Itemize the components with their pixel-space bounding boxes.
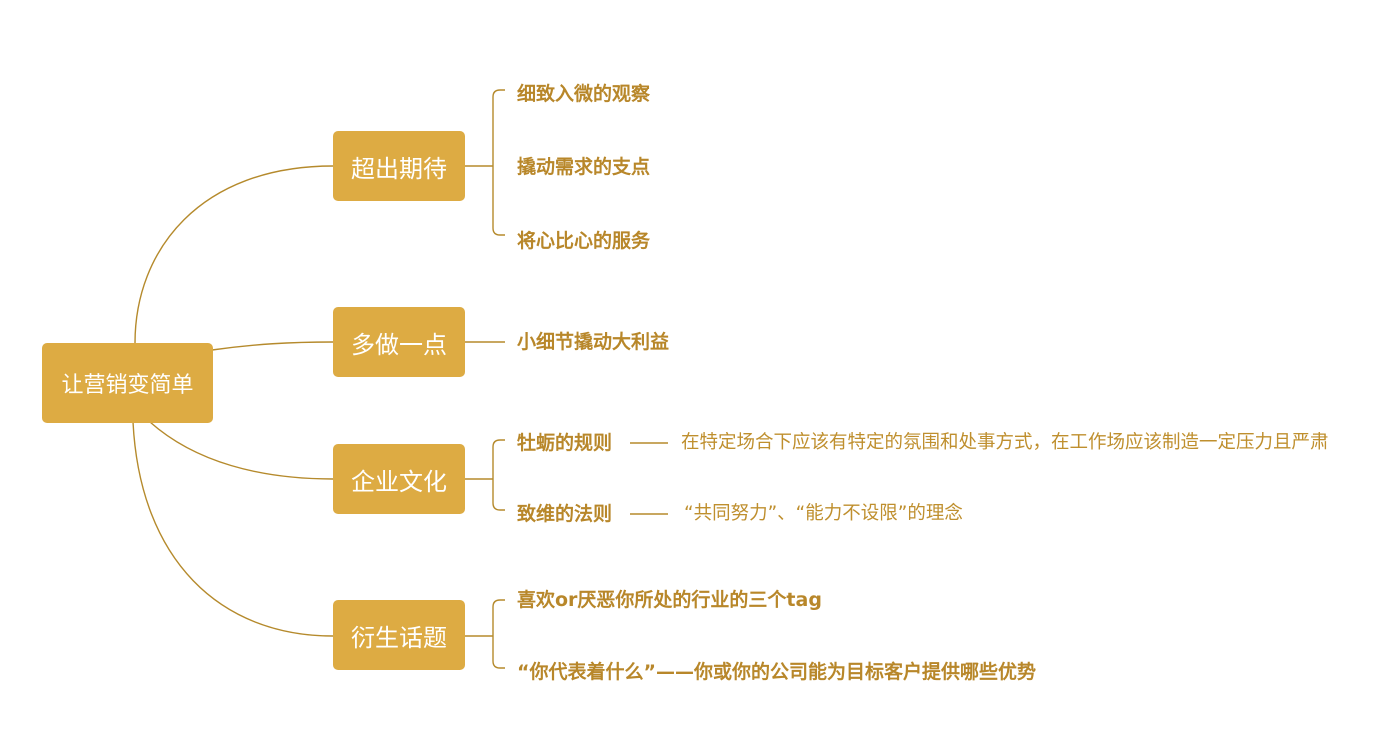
branch-node-4: 衍生话题 <box>333 600 465 670</box>
edge-branch-3-bracket <box>492 439 505 511</box>
edge-root-to-branch-2 <box>211 341 334 351</box>
branch-node-2: 多做一点 <box>333 307 465 377</box>
edge-branch-4-bracket <box>492 599 505 669</box>
branch-node-label: 多做一点 <box>351 330 447 359</box>
root-node-label: 让营销变简单 <box>61 373 194 398</box>
leaf-item: 小细节撬动大利益 <box>517 331 670 353</box>
leaf-item: 撬动需求的支点 <box>517 156 651 178</box>
branch-node-3: 企业文化 <box>333 444 465 514</box>
leaf-item: 牡蛎的规则 <box>517 432 613 454</box>
leaf-item: 致维的法则 <box>517 503 613 525</box>
root-node: 让营销变简单 <box>42 343 213 423</box>
leaf-item: 细致入微的观察 <box>517 83 651 105</box>
edge-root-to-branch-1 <box>134 165 334 344</box>
leaf-item: 喜欢or厌恶你所处的行业的三个tag <box>517 589 822 611</box>
edge-root-to-branch-4 <box>132 421 334 637</box>
leaf-item-detail: 在特定场合下应该有特定的氛围和处事方式，在工作场应该制造一定压力且严肃 <box>681 432 1329 453</box>
leaf-item: “你代表着什么”——你或你的公司能为目标客户提供哪些优势 <box>517 661 1036 683</box>
leaf-item: 将心比心的服务 <box>517 230 651 252</box>
branch-node-label: 衍生话题 <box>351 623 447 652</box>
edge-root-to-branch-3 <box>149 421 334 480</box>
leaf-item-detail: “共同努力”、“能力不设限”的理念 <box>684 503 963 524</box>
branch-node-label: 企业文化 <box>351 467 447 496</box>
branch-node-1: 超出期待 <box>333 131 465 201</box>
edge-branch-1-bracket <box>492 89 505 236</box>
branch-node-label: 超出期待 <box>351 154 447 183</box>
